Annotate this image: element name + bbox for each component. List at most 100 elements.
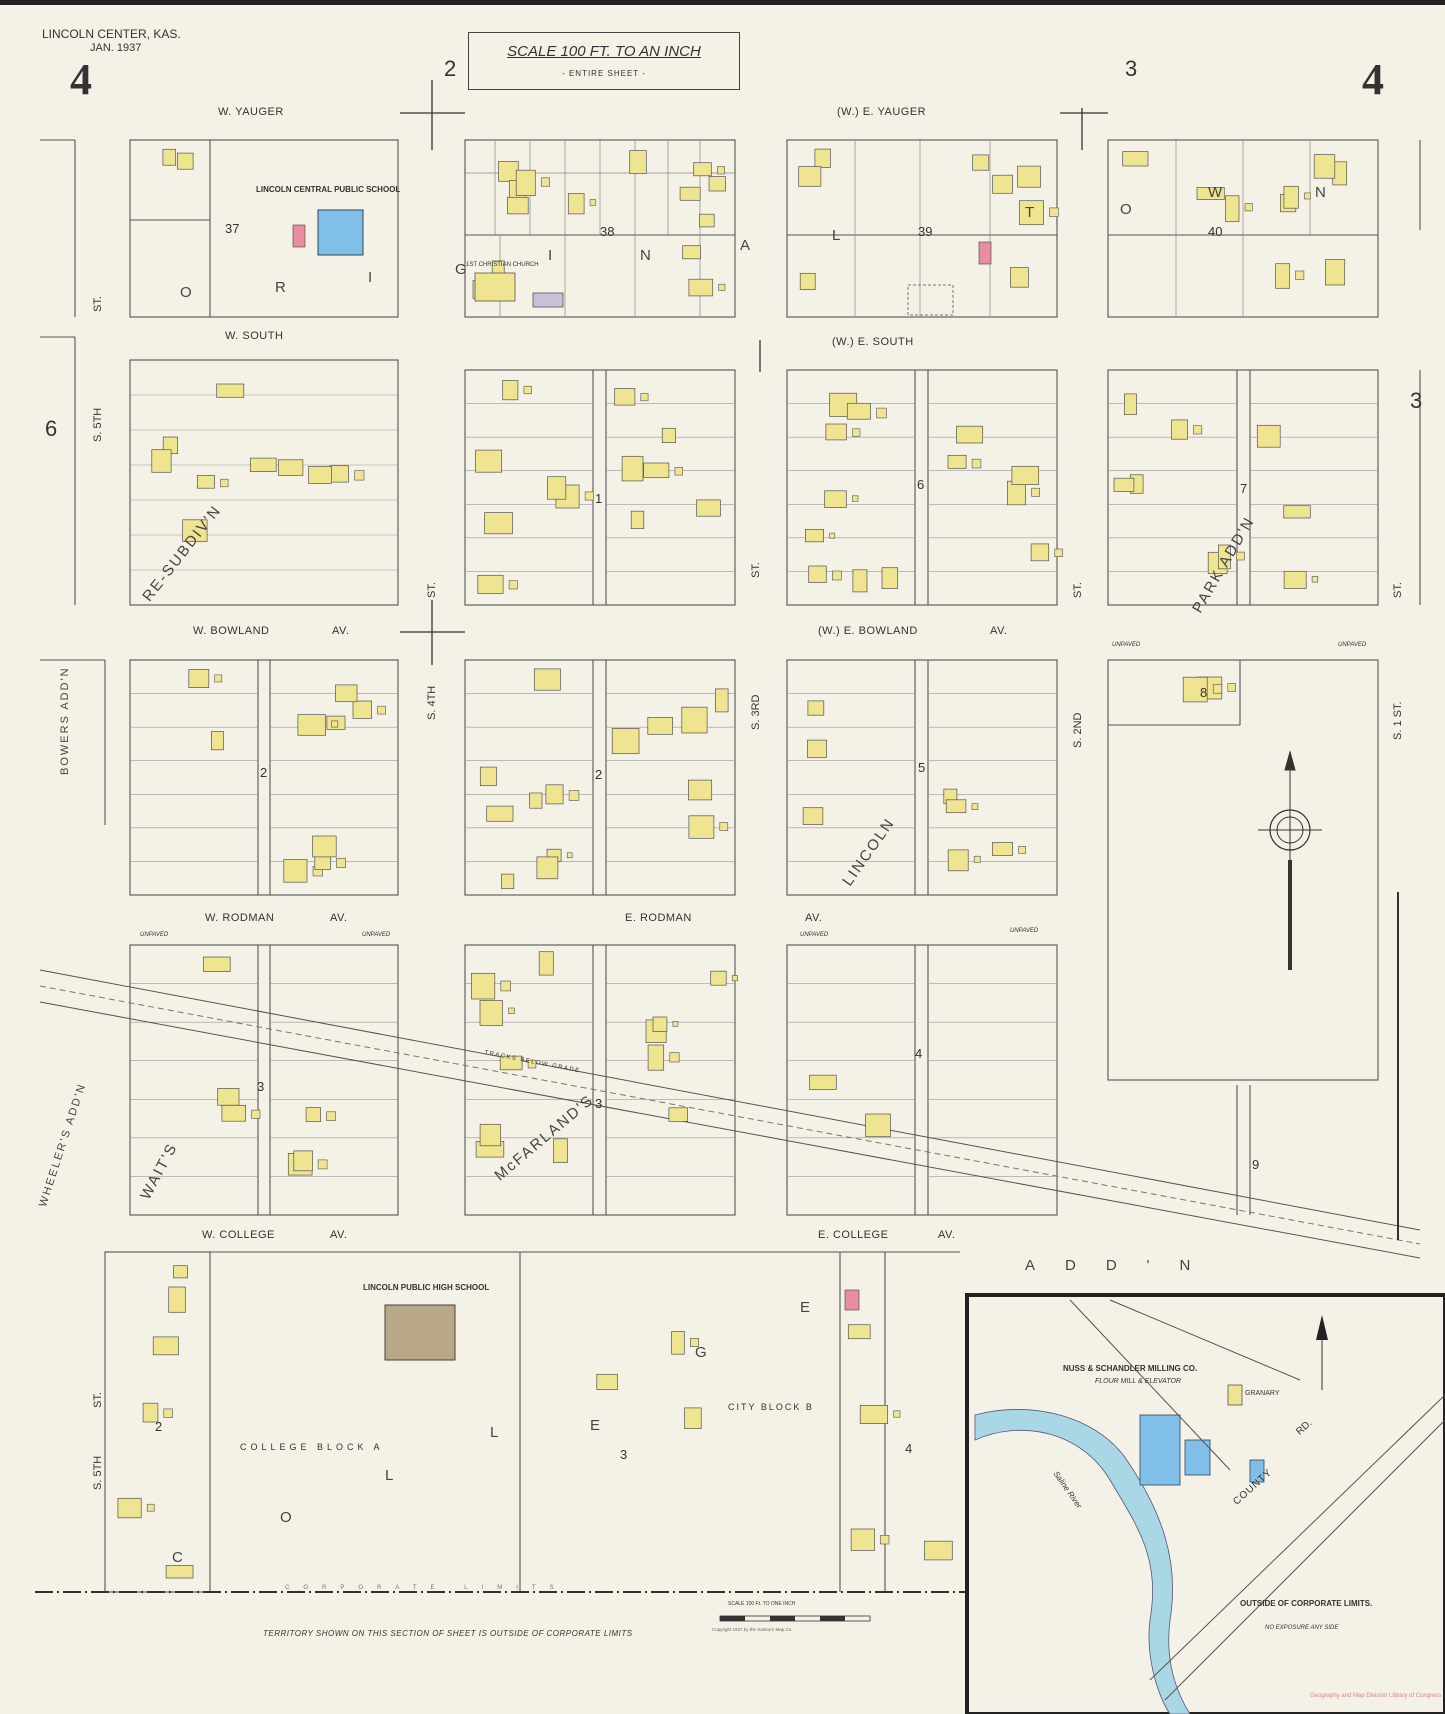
dwelling xyxy=(278,459,304,476)
dwelling xyxy=(715,688,729,713)
dwelling xyxy=(1182,676,1208,703)
dwelling xyxy=(486,805,514,822)
outbuilding xyxy=(331,720,339,728)
outbuilding xyxy=(1311,576,1319,583)
street-s3rd: S. 3RD xyxy=(750,694,762,730)
bowers-addn-label: BOWERS ADD'N xyxy=(59,666,71,775)
block-3-east: 3 xyxy=(595,1096,603,1111)
outbuilding xyxy=(354,470,365,481)
library-stamp: Geography and Map Division Library of Co… xyxy=(1310,1693,1442,1699)
dwelling xyxy=(681,706,708,734)
street-s4th: S. 4TH xyxy=(426,685,438,720)
original-g: G xyxy=(455,261,469,278)
outbuilding xyxy=(1212,684,1223,694)
dwelling xyxy=(283,859,308,883)
dwelling xyxy=(221,1104,246,1122)
dwelling xyxy=(710,970,727,986)
outbuilding xyxy=(1018,845,1026,854)
sheet-number-left: 4 xyxy=(70,55,92,104)
north-arrow-icon xyxy=(1316,1315,1328,1340)
street-s5th-1: S. 5TH xyxy=(92,407,104,442)
dwelling xyxy=(249,457,277,472)
dwelling xyxy=(798,166,822,187)
block-9: 9 xyxy=(1252,1157,1260,1172)
outbuilding xyxy=(876,407,887,419)
outbuilding xyxy=(971,458,982,469)
original-n: N xyxy=(640,247,653,264)
dwelling xyxy=(846,402,871,420)
street-w-bowland: W. BOWLAND xyxy=(193,625,270,637)
adjacent-sheet-6: 6 xyxy=(45,416,58,441)
outbuilding xyxy=(1244,203,1253,212)
dwelling xyxy=(850,1528,875,1551)
elevator-building xyxy=(1184,1439,1211,1476)
dwelling xyxy=(1171,419,1188,440)
metal-garage xyxy=(532,292,564,308)
street-av-6: AV. xyxy=(938,1229,956,1241)
outbuilding xyxy=(146,1503,155,1512)
dwelling xyxy=(196,475,215,489)
dwelling xyxy=(699,213,715,228)
college-e2: E xyxy=(800,1299,813,1316)
brick-store xyxy=(844,1289,860,1311)
college-o: O xyxy=(280,1509,294,1526)
dwelling xyxy=(688,278,714,297)
dwelling xyxy=(335,684,358,703)
dwelling xyxy=(693,162,712,177)
outbuilding xyxy=(568,790,580,801)
original-o2: O xyxy=(1120,201,1134,218)
no-exposure-note: NO EXPOSURE ANY SIDE xyxy=(1265,1625,1339,1631)
block-37: 37 xyxy=(225,221,240,236)
outbuilding xyxy=(1227,683,1237,692)
outbuilding xyxy=(584,491,594,501)
dwelling xyxy=(538,951,554,976)
church-label: 1ST CHRISTIAN CHURCH xyxy=(466,262,539,268)
outbuilding xyxy=(731,975,738,982)
dwelling xyxy=(182,519,208,542)
college-g: G xyxy=(695,1344,709,1361)
outbuilding xyxy=(640,393,649,402)
outbuilding xyxy=(1031,487,1040,497)
outbuilding xyxy=(689,1338,699,1348)
outbuilding xyxy=(716,166,725,175)
original-l: L xyxy=(832,227,843,244)
original-i2: I xyxy=(548,247,555,264)
street-w-yauger: W. YAUGER xyxy=(218,106,284,118)
dwelling xyxy=(479,1123,502,1147)
dwelling xyxy=(1275,263,1290,289)
block-8: 8 xyxy=(1200,685,1208,700)
dwelling xyxy=(142,1402,159,1423)
dwelling xyxy=(498,161,519,182)
dwelling xyxy=(211,731,224,751)
dwelling xyxy=(647,1044,665,1071)
mill-shed xyxy=(1249,1459,1265,1483)
dwelling xyxy=(1283,185,1299,209)
street-e-south: (W.) E. SOUTH xyxy=(832,336,914,348)
street-av-2: AV. xyxy=(990,625,1008,637)
dwelling xyxy=(202,956,231,972)
outbuilding xyxy=(971,803,979,811)
dwelling xyxy=(647,717,673,735)
block-4-college: 4 xyxy=(905,1441,913,1456)
scale-bar xyxy=(719,1615,871,1622)
dwelling xyxy=(165,1565,194,1579)
high-school-building xyxy=(384,1304,456,1361)
street-st-1: ST. xyxy=(92,296,104,312)
street-st-4: ST. xyxy=(1072,582,1084,598)
dwelling xyxy=(151,449,172,473)
adjacent-sheet-3-top: 3 xyxy=(1125,56,1138,81)
college-c: C xyxy=(172,1549,185,1566)
dwelling xyxy=(808,565,827,583)
outbuilding xyxy=(163,1408,173,1418)
college-block-a: COLLEGE BLOCK A xyxy=(240,1442,384,1452)
dwelling xyxy=(477,574,504,594)
dwelling xyxy=(947,454,967,469)
unpaved-4: UNPAVED xyxy=(1010,928,1039,934)
high-school-label: LINCOLN PUBLIC HIGH SCHOOL xyxy=(363,1283,490,1292)
dwelling xyxy=(807,739,827,758)
street-e-college: E. COLLEGE xyxy=(818,1229,889,1241)
dwelling xyxy=(629,150,647,174)
dwelling xyxy=(809,1074,837,1090)
outbuilding xyxy=(852,495,859,502)
